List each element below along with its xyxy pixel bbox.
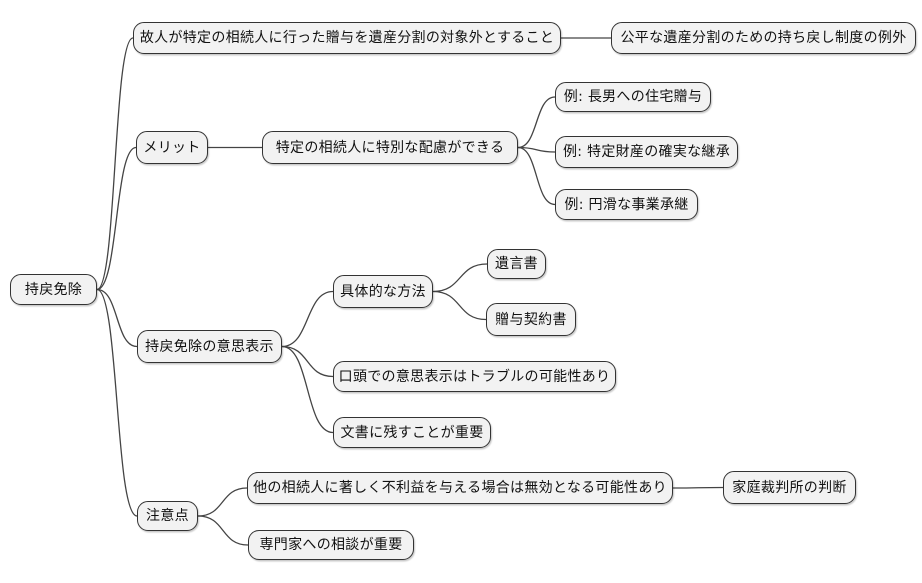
mindmap-node-court: 家庭裁判所の判断: [723, 471, 856, 504]
edge-caution-to-invalid: [197, 487, 248, 517]
mindmap-node-exception: 公平な遺産分割のための持ち戻し制度の例外: [611, 22, 916, 54]
node-label: 注意点: [146, 508, 189, 524]
node-label: 持戻免除の意思表示: [145, 338, 274, 355]
mindmap-node-expression: 持戻免除の意思表示: [137, 330, 282, 363]
edge-root-to-caution: [96, 288, 138, 517]
node-label: 遺言書: [495, 256, 538, 272]
edge-methods-to-gift-contract: [432, 290, 487, 321]
node-label: メリット: [143, 139, 201, 156]
mindmap-node-invalid: 他の相続人に著しく不利益を与える場合は無効となる可能性あり: [247, 472, 673, 504]
node-label: 専門家への相談が重要: [259, 537, 403, 553]
node-label: 文書に残すことが重要: [340, 424, 484, 441]
mindmap-node-document: 文書に残すことが重要: [333, 417, 491, 448]
edge-consideration-to-example-house: [517, 96, 556, 149]
node-label: 家庭裁判所の判断: [732, 479, 847, 496]
mindmap-node-consideration: 特定の相続人に特別な配慮ができる: [262, 131, 518, 164]
edge-invalid-to-court: [672, 486, 724, 489]
node-label: 公平な遺産分割のための持ち戻し制度の例外: [620, 30, 907, 46]
edge-expression-to-methods: [281, 290, 334, 348]
mindmap-node-oral: 口頭での意思表示はトラブルの可能性あり: [333, 361, 616, 392]
mindmap-node-example-property: 例: 特定財産の確実な継承: [555, 136, 738, 168]
mindmap-node-root: 持戻免除: [10, 274, 97, 305]
mindmap-node-will: 遺言書: [487, 249, 546, 279]
mindmap-node-gift-contract: 贈与契約書: [486, 303, 576, 336]
mindmap-node-merit: メリット: [136, 131, 208, 164]
node-label: 持戻免除: [24, 281, 83, 298]
edge-methods-to-will: [432, 263, 488, 293]
edge-caution-to-expert: [197, 515, 249, 546]
mindmap-node-methods: 具体的な方法: [333, 275, 433, 308]
node-label: 贈与契約書: [495, 311, 567, 328]
edge-root-to-definition: [96, 37, 134, 291]
edge-expression-to-oral: [281, 345, 334, 378]
edge-consideration-to-example-business: [517, 146, 556, 206]
mindmap-node-caution: 注意点: [137, 501, 198, 531]
node-label: 例: 長男への住宅贈与: [563, 89, 703, 105]
node-label: 例: 特定財産の確実な継承: [562, 144, 731, 160]
node-label: 例: 円滑な事業承継: [564, 196, 689, 213]
edge-consideration-to-example-property: [517, 146, 556, 153]
node-label: 具体的な方法: [340, 283, 426, 300]
edge-expression-to-document: [281, 345, 334, 434]
edge-root-to-expression: [96, 288, 138, 348]
mindmap-node-expert: 専門家への相談が重要: [248, 530, 414, 560]
edge-root-to-merit: [96, 146, 137, 291]
mindmap-node-example-house: 例: 長男への住宅贈与: [555, 82, 711, 112]
node-label: 特定の相続人に特別な配慮ができる: [275, 139, 505, 156]
node-label: 口頭での意思表示はトラブルの可能性あり: [338, 368, 611, 385]
node-label: 他の相続人に著しく不利益を与える場合は無効となる可能性あり: [253, 480, 667, 496]
node-label: 故人が特定の相続人に行った贈与を遺産分割の対象外とすること: [139, 30, 555, 46]
mindmap-node-definition: 故人が特定の相続人に行った贈与を遺産分割の対象外とすること: [133, 22, 561, 54]
mindmap-node-example-business: 例: 円滑な事業承継: [555, 189, 698, 220]
